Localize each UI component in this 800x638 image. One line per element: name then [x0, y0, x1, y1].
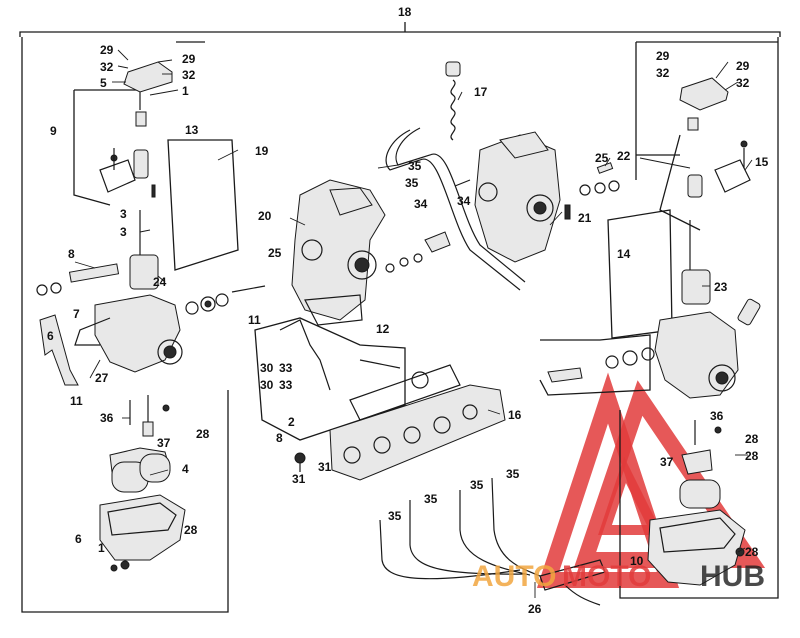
callout-36: 36 [100, 411, 114, 425]
callout-25: 25 [268, 246, 282, 260]
callout-12: 12 [376, 322, 390, 336]
callout-20: 20 [258, 209, 272, 223]
callout-35: 35 [408, 159, 422, 173]
watermark-word-moto: MOTO [562, 560, 651, 593]
callout-32: 32 [182, 68, 196, 82]
center-carburetor [291, 179, 451, 326]
callout-6: 6 [75, 532, 82, 546]
callout-labels: 18 29 32 5 29 32 1 9 13 19 3 3 8 24 7 6 … [47, 5, 769, 616]
callout-29: 29 [736, 59, 750, 73]
callout-34: 34 [457, 194, 471, 208]
watermark-word-auto: AUTO [472, 560, 556, 593]
callout-8: 8 [276, 431, 283, 445]
callout-35: 35 [424, 492, 438, 506]
leader-lines [74, 49, 753, 598]
callout-32: 32 [100, 60, 114, 74]
callout-11: 11 [70, 394, 83, 408]
callout-29: 29 [656, 49, 670, 63]
left-carburetor [36, 61, 266, 572]
callout-3: 3 [120, 207, 127, 221]
right-carburetor [547, 77, 761, 586]
assembly-frames [19, 22, 781, 613]
callout-10: 10 [630, 554, 644, 568]
callout-1: 1 [98, 541, 105, 555]
callout-28: 28 [745, 449, 759, 463]
callout-31: 31 [292, 472, 306, 486]
callout-15: 15 [755, 155, 769, 169]
top-carburetor-hoses [385, 61, 620, 291]
callout-3: 3 [120, 225, 127, 239]
callout-7: 7 [73, 307, 80, 321]
callout-37: 37 [157, 436, 171, 450]
callout-6: 6 [47, 329, 54, 343]
callout-11: 11 [248, 313, 261, 327]
callout-5: 5 [100, 76, 107, 90]
callout-28: 28 [196, 427, 210, 441]
callout-36: 36 [710, 409, 724, 423]
callout-30: 30 [260, 361, 274, 375]
callout-29: 29 [182, 52, 196, 66]
callout-29: 29 [100, 43, 114, 57]
callout-1: 1 [182, 84, 189, 98]
callout-25: 25 [595, 151, 609, 165]
callout-4: 4 [182, 462, 189, 476]
callout-18: 18 [398, 5, 412, 19]
callout-28: 28 [184, 523, 198, 537]
callout-37: 37 [660, 455, 674, 469]
callout-35: 35 [405, 176, 419, 190]
callout-9: 9 [50, 124, 57, 138]
callout-32: 32 [656, 66, 670, 80]
callout-28: 28 [745, 432, 759, 446]
callout-22: 22 [617, 149, 631, 163]
callout-31: 31 [318, 460, 332, 474]
callout-33: 33 [279, 361, 293, 375]
callout-8: 8 [68, 247, 75, 261]
callout-19: 19 [255, 144, 269, 158]
callout-17: 17 [474, 85, 488, 99]
callout-34: 34 [414, 197, 428, 211]
watermark-text: AUTO MOTO HUB [472, 560, 765, 593]
callout-33: 33 [279, 378, 293, 392]
callout-13: 13 [185, 123, 199, 137]
callout-26: 26 [528, 602, 542, 616]
callout-2: 2 [288, 415, 295, 429]
callout-35: 35 [506, 467, 520, 481]
callout-32: 32 [736, 76, 750, 90]
callout-16: 16 [508, 408, 522, 422]
watermark-word-hub: HUB [700, 560, 765, 593]
intake-manifold [279, 319, 506, 481]
callout-14: 14 [617, 247, 631, 261]
callout-30: 30 [260, 378, 274, 392]
callout-27: 27 [95, 371, 109, 385]
callout-21: 21 [578, 211, 592, 225]
callout-35: 35 [470, 478, 484, 492]
callout-23: 23 [714, 280, 728, 294]
callout-28: 28 [745, 545, 759, 559]
callout-24: 24 [153, 275, 167, 289]
drain-hoses [379, 477, 606, 606]
callout-35: 35 [388, 509, 402, 523]
